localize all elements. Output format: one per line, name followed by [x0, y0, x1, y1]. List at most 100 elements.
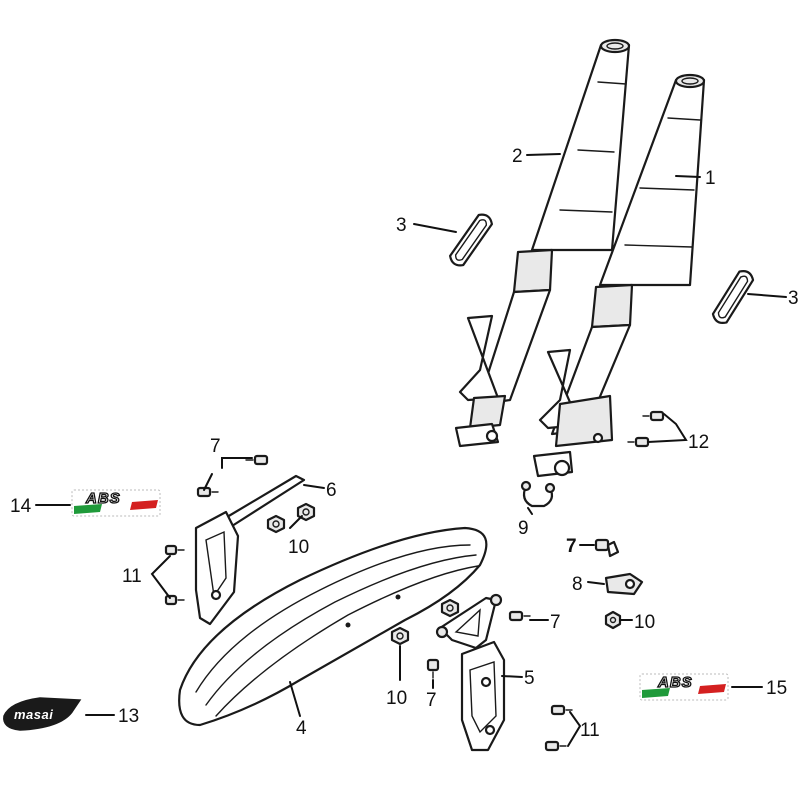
bracket-plate-right — [460, 640, 506, 752]
fender-rib-3 — [215, 565, 479, 717]
fork-cap-left — [599, 38, 631, 54]
fender-hole-1 — [345, 622, 351, 628]
screw-11-left-2 — [164, 594, 185, 606]
axle-clamp-left — [454, 422, 500, 448]
fork-upper-tube-left — [530, 43, 631, 252]
leader-2 — [526, 153, 561, 156]
bracket-upper-right — [438, 596, 498, 650]
front-fender — [178, 526, 488, 727]
tube-ring-r3 — [624, 244, 693, 248]
screw-11-right-1 — [550, 704, 573, 716]
callout-15: 15 — [766, 678, 787, 699]
callout-3a: 3 — [396, 215, 407, 236]
tube-ring-l1 — [597, 81, 627, 85]
callout-10b: 10 — [386, 688, 407, 709]
screw-7-bottom — [426, 658, 440, 679]
sensor-bracket-hole — [624, 578, 636, 590]
fender-hole-2 — [395, 594, 401, 600]
screws — [164, 410, 665, 752]
bracket-plate-left — [194, 510, 240, 626]
nuts — [266, 502, 622, 646]
callout-12: 12 — [688, 432, 709, 453]
leader-7a-1 — [221, 457, 253, 469]
tube-ring-l2 — [577, 149, 615, 153]
callout-6: 6 — [326, 480, 337, 501]
flag-green-right — [642, 688, 670, 698]
leader-4 — [289, 681, 301, 717]
foot-bolt-right — [592, 432, 604, 444]
callout-11b: 11 — [580, 720, 600, 741]
leader-10a — [289, 515, 303, 529]
tube-ring-r1 — [667, 117, 701, 121]
leader-lines — [35, 153, 787, 747]
sensor-bracket-body — [604, 572, 644, 596]
axle-bolt-left — [485, 429, 499, 443]
abs-decal-right-text: ABS — [657, 674, 693, 691]
fender-rib-1 — [195, 544, 471, 693]
callout-3b: 3 — [788, 288, 799, 309]
flag-green-left — [74, 504, 102, 514]
hose-clip-end-right — [544, 482, 556, 494]
callout-4: 4 — [296, 718, 307, 739]
callout-11a: 11 — [122, 566, 142, 587]
flag-red-left — [130, 500, 158, 510]
bracket-plate-hole2-right — [484, 724, 496, 736]
leader-7a-2 — [203, 473, 213, 491]
fender-bracket-right — [435, 593, 506, 752]
callout-5: 5 — [524, 668, 535, 689]
fender-rib-2 — [205, 554, 477, 706]
flag-red-right — [698, 684, 726, 694]
leader-6 — [303, 484, 325, 489]
fender-bracket-left — [194, 474, 306, 626]
hose-clip — [520, 480, 556, 508]
brand-logo-decal: masai — [3, 697, 82, 731]
fork-cap-right — [674, 73, 706, 89]
screw-7-top-2 — [196, 486, 219, 498]
leader-12 — [647, 413, 688, 443]
callout-9: 9 — [518, 518, 529, 539]
callout-13: 13 — [118, 706, 139, 727]
fork-foot-right — [554, 394, 614, 448]
nut-10-right — [604, 610, 622, 630]
bracket-plate-slot-right — [469, 661, 497, 734]
screw-11-left-1 — [164, 544, 185, 556]
fork-cap-inner-right — [681, 77, 699, 85]
tube-ring-l3 — [559, 209, 613, 213]
fender-body — [178, 526, 488, 727]
callout-2: 2 — [512, 146, 523, 167]
bracket-strut-left — [220, 474, 306, 528]
fork-leg-left — [454, 38, 631, 448]
callout-10a: 10 — [288, 537, 309, 558]
screw-7-right — [508, 610, 531, 622]
fork-foot-left — [468, 394, 507, 430]
nut-10-mid-1 — [440, 598, 460, 618]
bracket-top-bolt-right — [435, 625, 449, 639]
screw-7-top-1 — [245, 454, 269, 466]
leader-3a — [413, 223, 457, 233]
callout-7d: 7 — [566, 536, 577, 557]
nut-10-top-1 — [266, 514, 286, 534]
seal-ring-left — [449, 213, 493, 267]
abs-decal-left-text: ABS — [85, 490, 121, 507]
leader-3b — [747, 293, 787, 298]
sensor-bracket — [604, 572, 644, 596]
leader-8 — [587, 581, 605, 585]
callout-14: 14 — [10, 496, 32, 517]
leader-9 — [527, 507, 533, 515]
fork-lower-leg-left — [476, 288, 552, 407]
bracket-side-bolt-right — [489, 593, 503, 607]
bracket-plate-slot-left — [205, 530, 227, 598]
fork-seal-left — [512, 248, 554, 294]
callout-numbers: 1 2 3 3 4 5 6 7 7 7 7 8 9 10 10 10 11 11… — [10, 146, 799, 741]
screw-11-right-2 — [544, 740, 567, 752]
callout-7b: 7 — [550, 612, 561, 633]
callout-1: 1 — [705, 168, 716, 189]
seal-ring-right — [711, 270, 755, 324]
axle-bolt-right — [553, 459, 571, 477]
fork-leg-right — [532, 73, 706, 478]
leader-5 — [501, 675, 523, 678]
abs-decal-right: ABS — [639, 673, 729, 701]
leader-11b — [567, 711, 582, 747]
